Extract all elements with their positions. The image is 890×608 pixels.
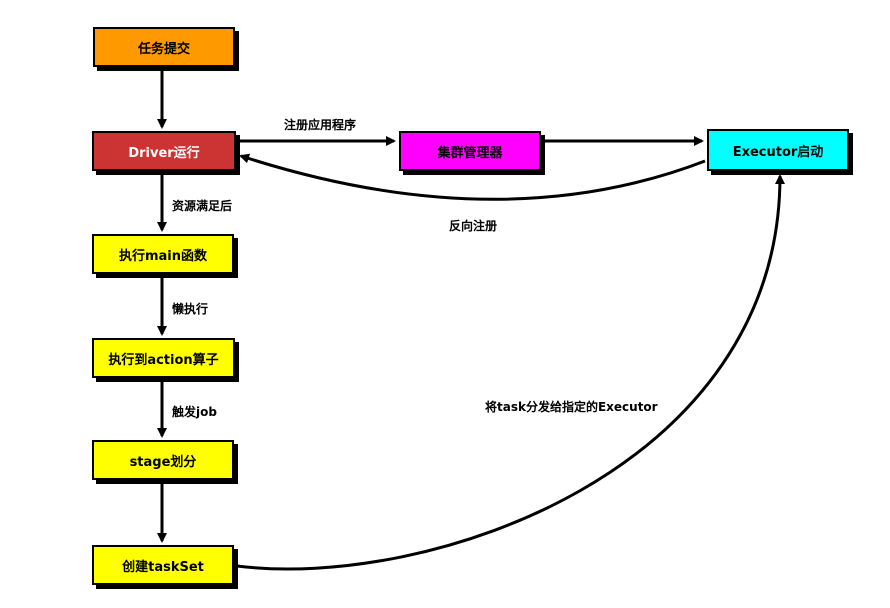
node-executor-start-label: Executor启动 [732,144,824,160]
node-task-submit-label: 任务提交 [137,41,190,57]
node-action-operator: 执行到action算子 [92,338,235,378]
node-task-submit: 任务提交 [93,27,235,67]
edge-label-trigger-job: 触发job [172,405,217,419]
edge-label-lazy-exec: 懒执行 [172,302,209,316]
node-run-main-label: 执行main函数 [118,248,208,264]
arrow-taskset-to-executor [236,174,785,571]
edge-label-resources-ready: 资源满足后 [172,199,233,213]
node-cluster-manager: 集群管理器 [399,131,541,171]
node-run-main: 执行main函数 [92,234,234,274]
arrow-executor-reverse-register [239,153,706,201]
node-stage-split: stage划分 [92,440,234,480]
node-create-taskset: 创建taskSet [92,545,234,585]
node-action-operator-label: 执行到action算子 [108,352,219,368]
edge-label-dispatch-task: 将task分发给指定的Executor [485,400,658,414]
edge-label-reverse-register: 反向注册 [449,219,498,233]
node-create-taskset-label: 创建taskSet [122,559,204,575]
node-stage-split-label: stage划分 [129,454,197,470]
node-executor-start: Executor启动 [707,129,849,171]
node-driver-run-label: Driver运行 [128,145,200,161]
edge-label-register-app: 注册应用程序 [284,118,357,132]
node-cluster-manager-label: 集群管理器 [437,145,503,161]
node-driver-run: Driver运行 [92,131,236,171]
